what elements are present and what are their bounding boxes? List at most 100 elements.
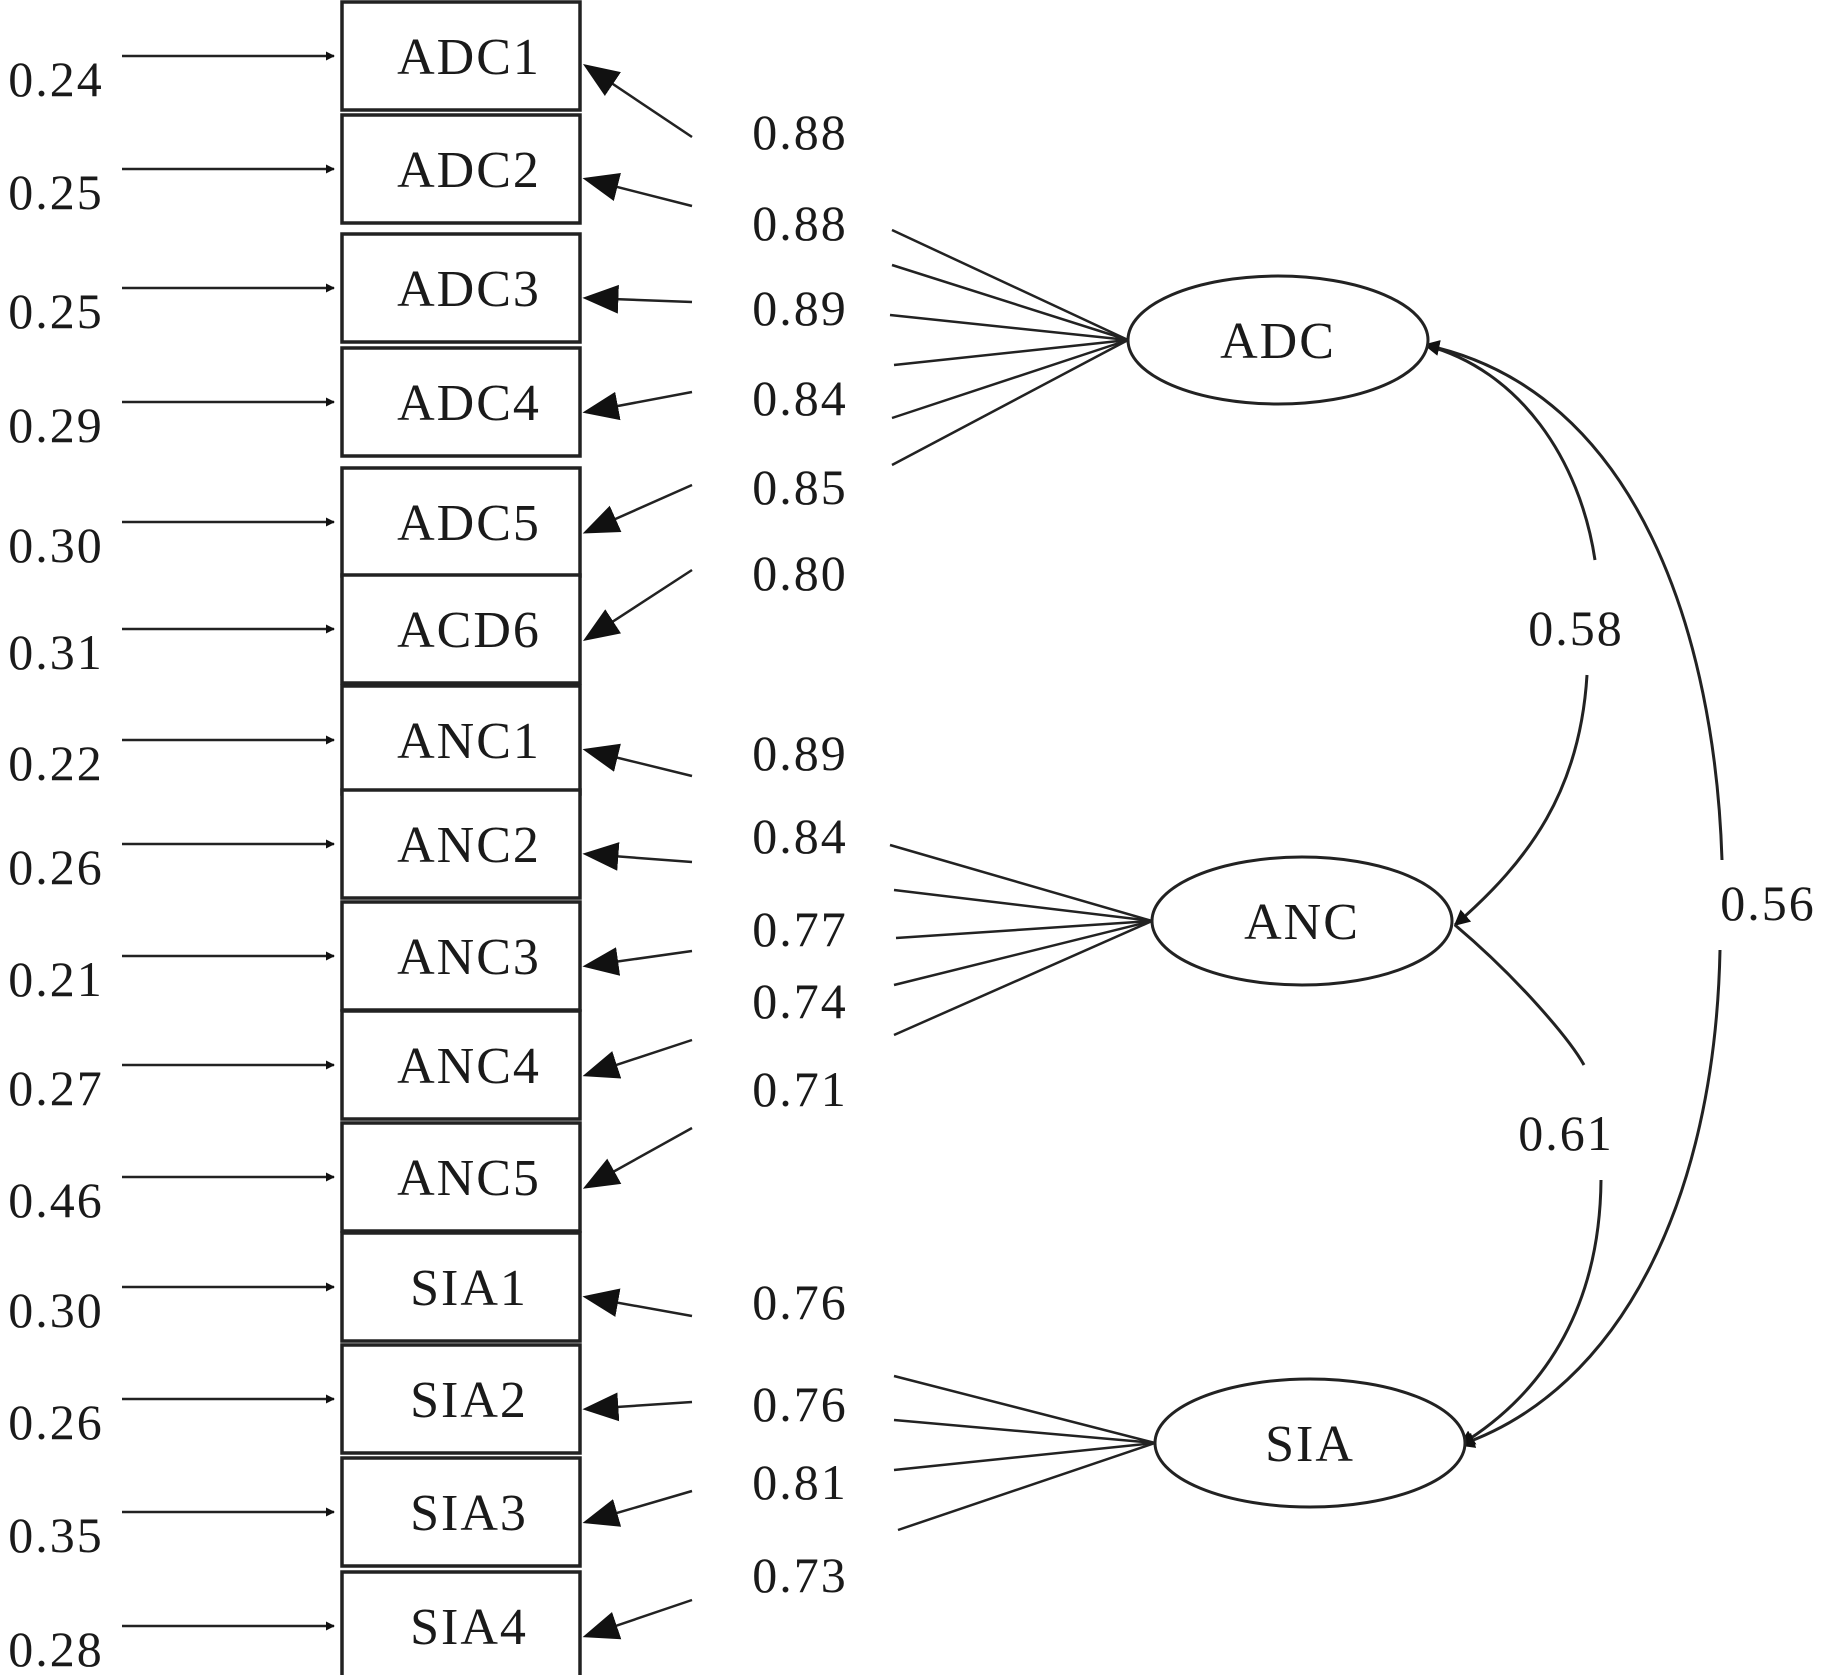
loading-arrow — [582, 1489, 693, 1527]
error-variance-label: 0.30 — [8, 517, 104, 573]
indicator-anc3: ANC3 — [340, 900, 582, 1012]
factor-loading-label: 0.80 — [752, 545, 848, 601]
factor-loading-label: 0.81 — [752, 1454, 848, 1510]
factor-loading-label: 0.74 — [752, 973, 848, 1029]
loading-arrow — [582, 947, 693, 976]
loading-fan-line-sia3 — [893, 1441, 1156, 1472]
loading-fan-line-acd6 — [891, 338, 1129, 467]
error-variance-label: 0.31 — [8, 624, 104, 680]
latent-factors: ADC ANC SIA — [1126, 274, 1467, 1509]
factor-loading-label: 0.76 — [752, 1376, 848, 1432]
loading-arrow — [582, 1392, 693, 1422]
correlation-curve-adc-anc-lower — [1453, 674, 1589, 927]
error-variance-label: 0.46 — [8, 1172, 104, 1228]
factor-loading-label: 0.89 — [752, 280, 848, 336]
factor-loading-label: 0.76 — [752, 1274, 848, 1330]
indicator-box — [340, 232, 582, 344]
loading-arrow — [582, 568, 693, 641]
loading-arrow — [582, 483, 693, 534]
indicator-label: SIA1 — [410, 1260, 528, 1317]
error-variance-label: 0.26 — [8, 839, 104, 895]
indicator-label: ANC4 — [397, 1038, 541, 1095]
latent-ellipse — [1126, 274, 1430, 406]
loading-arrow — [582, 1598, 693, 1640]
indicator-box — [340, 1231, 582, 1343]
error-variance-label: 0.22 — [8, 735, 104, 791]
loading-fan-line-anc3 — [895, 919, 1153, 940]
indicator-adc2: ADC2 — [340, 113, 582, 225]
indicator-box — [340, 788, 582, 900]
indicator-sia3: SIA3 — [340, 1456, 582, 1568]
loading-fan-line-anc1 — [889, 843, 1153, 923]
indicator-anc4: ANC4 — [340, 1009, 582, 1121]
indicator-adc5: ADC5 — [340, 466, 582, 578]
indicator-box — [340, 0, 582, 112]
indicator-box — [340, 1121, 582, 1233]
indicator-label: ACD6 — [397, 602, 541, 659]
loading-arrow — [582, 743, 693, 778]
indicator-box — [340, 1570, 582, 1675]
indicator-label: ADC4 — [397, 375, 541, 432]
indicator-label: ANC5 — [397, 1150, 541, 1207]
loading-fan-line-adc5 — [891, 338, 1129, 420]
loading-fan-line-sia1 — [893, 1374, 1156, 1445]
indicator-adc4: ADC4 — [340, 346, 582, 458]
error-variance-label: 0.26 — [8, 1394, 104, 1450]
indicator-label: ADC3 — [397, 261, 541, 318]
loading-arrow — [582, 1038, 693, 1079]
factor-loading-label: 0.73 — [752, 1547, 848, 1603]
factor-loading-label: 0.85 — [752, 459, 848, 515]
indicator-box — [340, 1456, 582, 1568]
indicator-boxes: ADC1ADC2ADC3ADC4ADC5ACD6ANC1ANC2ANC3ANC4… — [340, 0, 582, 1675]
factor-loading-label: 0.84 — [752, 808, 848, 864]
indicator-sia2: SIA2 — [340, 1343, 582, 1455]
latent-anc: ANC — [1150, 855, 1454, 987]
factor-loading-label: 0.71 — [752, 1061, 848, 1117]
error-variance-label: 0.24 — [8, 51, 104, 107]
indicator-box — [340, 573, 582, 685]
error-variance-label: 0.21 — [8, 951, 104, 1007]
correlation-curve-anc-sia — [1454, 923, 1586, 1066]
indicator-label: SIA2 — [410, 1372, 528, 1429]
latent-ellipse — [1150, 855, 1454, 987]
correlation-curve-adc-anc — [1424, 343, 1597, 561]
error-variance-label: 0.35 — [8, 1507, 104, 1563]
loading-fan-line-adc1 — [891, 228, 1129, 342]
latent-adc: ADC — [1126, 274, 1430, 406]
error-variance-label: 0.28 — [8, 1621, 104, 1675]
indicator-anc1: ANC1 — [340, 684, 582, 796]
error-variance-label: 0.25 — [8, 164, 104, 220]
error-variance-label: 0.30 — [8, 1282, 104, 1338]
loading-arrow — [582, 173, 693, 208]
indicator-anc2: ANC2 — [340, 788, 582, 900]
error-variance-label: 0.29 — [8, 397, 104, 453]
loading-arrow — [582, 390, 693, 421]
indicator-label: ADC1 — [397, 29, 541, 86]
correlation-curve-adc-sia-lower — [1458, 949, 1722, 1448]
indicator-sia1: SIA1 — [340, 1231, 582, 1343]
indicator-adc1: ADC1 — [340, 0, 582, 112]
factor-loading-label: 0.89 — [752, 725, 848, 781]
indicator-box — [340, 1343, 582, 1455]
loading-arrow — [582, 1288, 693, 1318]
indicator-box — [340, 346, 582, 458]
indicator-sia4: SIA4 — [340, 1570, 582, 1675]
loading-fan-line-adc2 — [891, 263, 1129, 342]
latent-label: SIA — [1265, 1416, 1355, 1473]
indicator-label: ADC2 — [397, 142, 541, 199]
indicator-box — [340, 684, 582, 796]
factor-loading-label: 0.88 — [752, 195, 848, 251]
loading-fan-line-adc4 — [893, 338, 1129, 367]
factor-loading-label: 0.88 — [752, 104, 848, 160]
loading-fan-line-anc5 — [893, 919, 1153, 1037]
correlation-curves — [1423, 340, 1724, 1448]
indicator-adc3: ADC3 — [340, 232, 582, 344]
indicator-label: ANC1 — [397, 713, 541, 770]
loading-arrow — [582, 284, 693, 314]
factor-loading-label: 0.84 — [752, 370, 848, 426]
indicator-box — [340, 466, 582, 578]
factor-loading-label: 0.77 — [752, 901, 848, 957]
loading-fan-line-anc2 — [893, 888, 1153, 923]
